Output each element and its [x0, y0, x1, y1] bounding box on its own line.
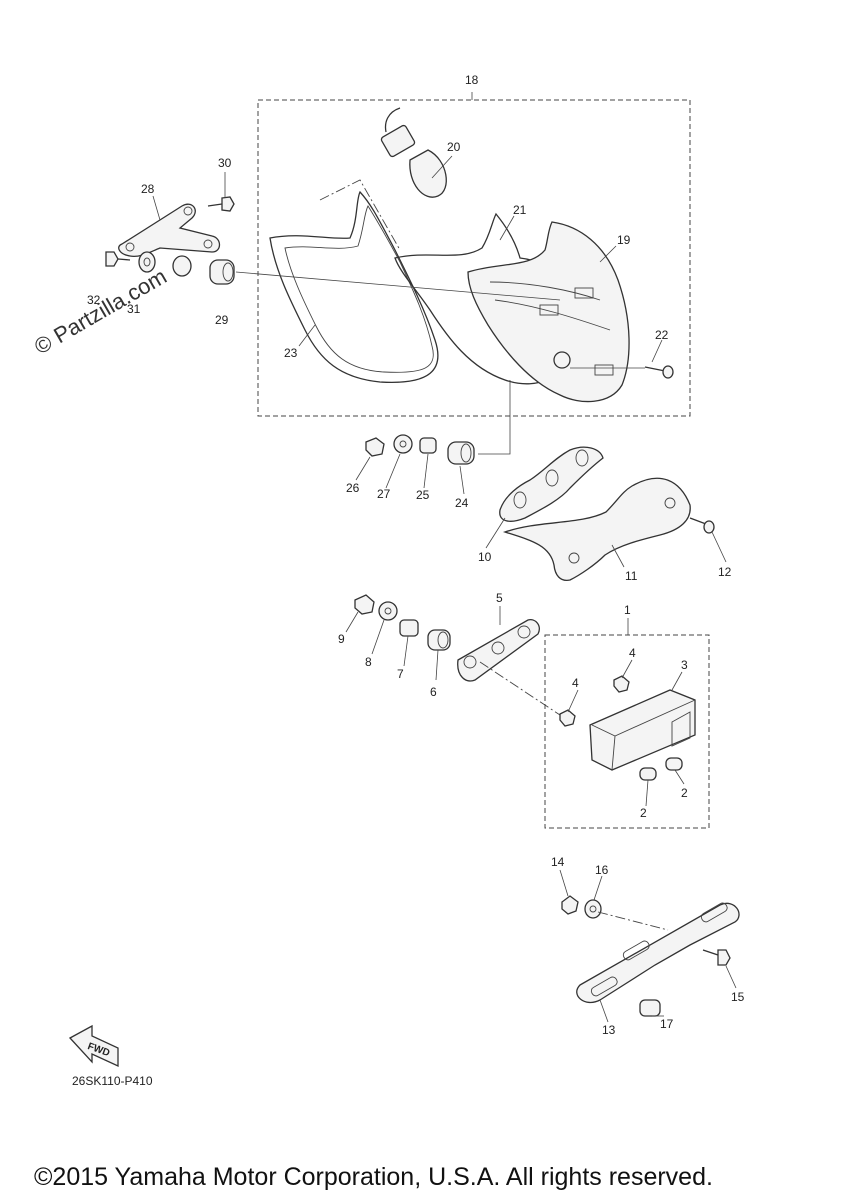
nut-26: [365, 437, 385, 457]
callout-16: 16: [595, 863, 609, 877]
cover-11: [502, 477, 691, 581]
copyright-text: ©2015 Yamaha Motor Corporation, U.S.A. A…: [34, 1163, 713, 1191]
taillight-19: [467, 221, 630, 403]
callout-17: 17: [660, 1017, 674, 1031]
callout-2b: 2: [681, 786, 688, 800]
assembly-18-box: [257, 99, 691, 417]
nut-4b: [559, 709, 576, 727]
plate-5: [457, 619, 540, 682]
washer-8: [378, 601, 398, 621]
callout-23: 23: [284, 346, 298, 360]
grommet-24: [447, 441, 475, 465]
bolt-32: [105, 251, 131, 267]
callout-24: 24: [455, 496, 469, 510]
bracket-10: [499, 446, 604, 522]
callout-31: 31: [127, 302, 141, 316]
callout-19: 19: [617, 233, 631, 247]
callout-5: 5: [496, 591, 503, 605]
callout-15: 15: [731, 990, 745, 1004]
callout-13: 13: [602, 1023, 616, 1037]
grommet-29: [209, 259, 235, 285]
cap-17: [639, 999, 661, 1017]
callout-28: 28: [141, 182, 155, 196]
callout-4a: 4: [629, 646, 636, 660]
fwd-arrow-icon: FWD: [68, 1024, 119, 1068]
screw-22: [644, 365, 674, 379]
screw-12: [689, 517, 715, 534]
callout-21: 21: [513, 203, 527, 217]
nut-9: [354, 594, 375, 615]
callout-2a: 2: [640, 806, 647, 820]
bracket-13: [576, 902, 740, 1004]
bulb-20: [380, 107, 447, 198]
callout-4b: 4: [572, 676, 579, 690]
callout-18: 18: [465, 73, 479, 87]
bolt-15: [702, 949, 731, 966]
callout-9: 9: [338, 632, 345, 646]
callout-10: 10: [478, 550, 492, 564]
callout-1: 1: [624, 603, 631, 617]
diagram-code: 26SK110-P410: [72, 1074, 153, 1088]
collar-25: [419, 437, 437, 454]
bolt-30: [207, 196, 235, 212]
leaders: [152, 92, 737, 1023]
callout-11: 11: [625, 569, 638, 583]
callout-14: 14: [551, 855, 565, 869]
watermark-text: © Partzilla.com: [30, 264, 171, 360]
callout-25: 25: [416, 488, 430, 502]
callout-26: 26: [346, 481, 360, 495]
callout-6: 6: [430, 685, 437, 699]
callout-22: 22: [655, 328, 669, 342]
grommet-6: [427, 629, 451, 651]
callout-20: 20: [447, 140, 461, 154]
callout-12: 12: [718, 565, 732, 579]
washer-27: [393, 434, 413, 454]
washer-16: [584, 899, 602, 919]
callout-8: 8: [365, 655, 372, 669]
callout-32: 32: [87, 293, 101, 307]
washer-31: [138, 251, 156, 273]
callout-3: 3: [681, 658, 688, 672]
callout-labels: 18 20 21 19 30 28 32 31 29 23 22 26 27 2…: [87, 73, 745, 1037]
license-lamp-3: [589, 689, 696, 771]
nut-4a: [613, 675, 630, 693]
callout-30: 30: [218, 156, 232, 170]
bulb-2a: [639, 767, 657, 781]
assembly-1-box: [544, 634, 710, 829]
collar-7: [399, 619, 419, 637]
callout-29: 29: [215, 313, 229, 327]
grommet-29a: [172, 255, 192, 277]
bracket-28: [118, 203, 221, 258]
bulb-2b: [665, 757, 683, 771]
callout-27: 27: [377, 487, 391, 501]
nut-14: [561, 895, 579, 915]
callout-7: 7: [397, 667, 404, 681]
lens-23: [269, 190, 439, 384]
